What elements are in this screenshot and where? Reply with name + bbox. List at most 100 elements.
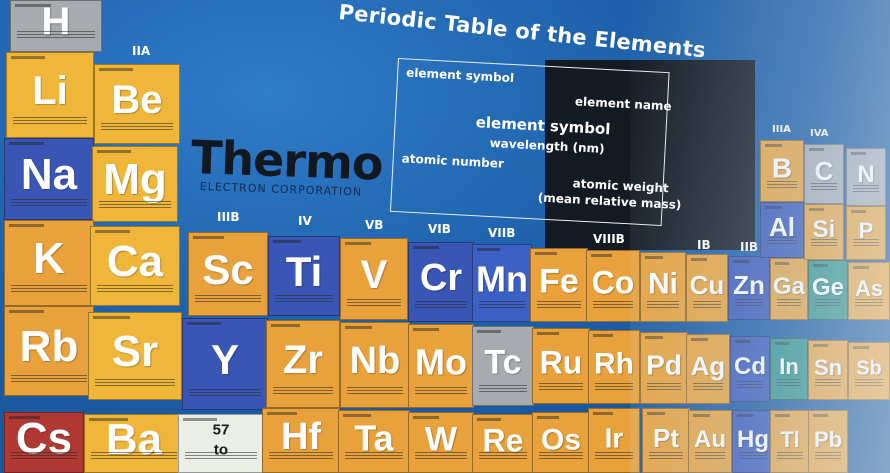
element-symbol: Hg [737, 425, 769, 453]
element-tile-name-text [271, 324, 300, 327]
element-tile-fine-print [647, 383, 681, 391]
element-tile-fine-print [737, 381, 763, 389]
element-tile-fine-print [345, 452, 403, 460]
element-tile: Tl [770, 410, 810, 473]
element-tile-fine-print [479, 301, 525, 309]
element-tile-name-text [853, 266, 869, 269]
element-tile-name-text [851, 152, 867, 155]
element-tile: Cd [730, 336, 770, 402]
element-tile: Sc [188, 232, 268, 316]
element-tile-fine-print [853, 239, 879, 247]
element-tile-name-text [9, 310, 45, 313]
element-tile: Be [94, 64, 180, 144]
element-tile-name-text [9, 224, 45, 227]
element-symbol: Na [20, 150, 78, 199]
element-tile-fine-print [11, 452, 77, 460]
element-tile-name-text [809, 208, 825, 211]
element-tile-name-text [99, 68, 133, 71]
group-label-viiib: VIIIB [593, 232, 625, 246]
element-tile: Pt [642, 408, 690, 473]
element-tile-fine-print [101, 123, 173, 131]
element-symbol: Mo [415, 341, 467, 383]
element-tile-fine-print [195, 295, 261, 303]
element-tile-name-text [9, 142, 45, 145]
element-tile-fine-print [649, 452, 683, 460]
element-tile-fine-print [539, 383, 583, 391]
element-tile-name-text [89, 418, 129, 421]
element-tile-name-text [593, 334, 613, 337]
element-tile-fine-print [593, 301, 633, 309]
element-tile-name-text [267, 412, 298, 415]
element-symbol: Rh [594, 347, 634, 381]
element-symbol: K [33, 234, 65, 283]
element-symbol: Pt [653, 422, 679, 453]
element-symbol: Sr [111, 327, 159, 376]
element-tile: Ta [338, 410, 410, 473]
element-tile: Zr [266, 320, 340, 408]
element-tile-fine-print [537, 301, 581, 309]
element-symbol: Sn [813, 354, 843, 380]
element-tile-name-text [537, 416, 560, 419]
element-symbol: Ge [811, 273, 844, 301]
element-tile-fine-print [647, 301, 679, 309]
element-tile-name-text [691, 258, 707, 261]
element-tile: Y [182, 318, 268, 410]
element-tile-name-text [413, 328, 439, 331]
element-tile-fine-print [777, 452, 803, 460]
element-tile-fine-print [693, 301, 721, 309]
element-symbol: Mg [103, 155, 167, 204]
element-tile-fine-print [855, 299, 883, 307]
element-tile-name-text [647, 412, 666, 415]
element-tile-fine-print [595, 452, 633, 460]
element-tile: Sb [848, 342, 890, 400]
element-tile: Au [688, 410, 732, 473]
element-tile: Fe [530, 248, 588, 322]
element-tile: Si [804, 204, 844, 260]
element-tile-name-text [97, 150, 131, 153]
element-tile: Hf [262, 408, 340, 473]
element-tile-name-text [813, 344, 829, 347]
element-tile: Tc [472, 326, 534, 406]
element-tile: Ca [90, 226, 180, 306]
element-tile-fine-print [777, 299, 801, 307]
element-tile-name-text [737, 414, 753, 417]
element-tile-name-text [775, 414, 791, 417]
element-tile-fine-print [273, 387, 333, 395]
element-tile-name-text [413, 246, 439, 249]
element-tile-name-text [535, 252, 558, 255]
element-symbol: In [779, 353, 799, 379]
element-tile: Ga [770, 258, 808, 320]
element-tile-fine-print [767, 237, 797, 245]
element-tile: Mo [408, 324, 474, 408]
element-tile: N [846, 148, 886, 206]
element-tile-name-text [9, 416, 41, 419]
element-tile: Re [472, 414, 534, 473]
element-tile-fine-print [811, 183, 837, 191]
element-tile-name-text [765, 206, 782, 209]
element-tile: H [10, 0, 102, 52]
element-tile-name-text [273, 240, 301, 243]
element-tile: As [848, 262, 890, 320]
element-tile-name-text [765, 144, 782, 147]
element-symbol: Ga [772, 272, 805, 300]
element-symbol: Nb [349, 340, 401, 383]
element-tile-fine-print [97, 285, 173, 293]
element-tile-fine-print [855, 379, 883, 387]
element-tile-name-text [645, 256, 663, 259]
element-tile-fine-print [777, 379, 801, 387]
element-tile: Rh [588, 330, 640, 404]
element-symbol: Cu [689, 270, 725, 301]
element-tile: Rb [4, 306, 94, 396]
group-label-iia: IIA [132, 44, 151, 58]
element-tile-name-text [183, 418, 217, 421]
element-tile-fine-print [99, 201, 171, 209]
element-tile-fine-print [815, 299, 841, 307]
element-tile: C [804, 144, 844, 204]
element-tile-fine-print [479, 452, 527, 460]
element-symbol: Mn [476, 258, 528, 300]
element-tile-fine-print [269, 452, 333, 460]
element-symbol: Zr [283, 337, 323, 382]
element-tile: W [408, 412, 474, 473]
element-tile-name-text [691, 338, 708, 341]
